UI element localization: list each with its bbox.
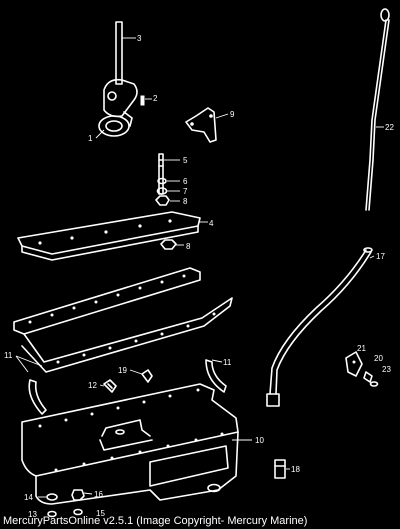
callout-5: 5 xyxy=(183,156,188,165)
callout-20: 20 xyxy=(374,354,383,363)
callout-6: 6 xyxy=(183,177,188,186)
part-18-fitting xyxy=(274,459,290,479)
part-4-baffle xyxy=(17,211,208,261)
part-23-washer xyxy=(369,381,379,387)
part-12-screw xyxy=(99,379,117,393)
callout-11-right: 11 xyxy=(223,358,232,367)
part-7-lockwasher xyxy=(156,187,180,195)
callout-19: 19 xyxy=(118,366,127,375)
part-13-washer xyxy=(47,510,57,518)
callout-3: 3 xyxy=(137,34,142,43)
part-11-rear-seal xyxy=(205,359,227,393)
callout-9: 9 xyxy=(230,110,235,119)
part-9-bracket xyxy=(185,107,229,143)
callout-21: 21 xyxy=(357,344,366,353)
part-3-shaft xyxy=(115,21,136,85)
part-10-oil-pan xyxy=(21,383,252,505)
part-17-dipstick-tube xyxy=(266,247,375,407)
part-20-screw xyxy=(363,371,373,383)
part-6-washer xyxy=(157,177,180,185)
part-8-nut-top xyxy=(155,195,180,206)
part-2-pin xyxy=(140,95,152,106)
callout-18: 18 xyxy=(291,465,300,474)
callout-13: 13 xyxy=(28,510,37,519)
part-1-oil-pump xyxy=(95,78,138,139)
callout-12: 12 xyxy=(88,381,97,390)
part-21-clip xyxy=(345,351,363,377)
part-19-screw xyxy=(129,369,153,383)
part-14-gasket xyxy=(38,493,58,501)
callout-8-top: 8 xyxy=(183,197,188,206)
part-8-nut-bottom xyxy=(160,239,184,250)
part-22-dipstick xyxy=(365,8,390,211)
callout-4: 4 xyxy=(209,219,214,228)
callout-22: 22 xyxy=(385,123,394,132)
part-16-plug xyxy=(71,489,93,501)
callout-15: 15 xyxy=(96,509,105,518)
callout-16: 16 xyxy=(94,490,103,499)
part-11-front-seal xyxy=(15,355,47,415)
callout-2: 2 xyxy=(153,94,158,103)
callout-1: 1 xyxy=(88,134,93,143)
part-11-side-gasket xyxy=(13,267,233,373)
callout-17: 17 xyxy=(376,252,385,261)
callout-8-bottom: 8 xyxy=(186,242,191,251)
callout-7: 7 xyxy=(183,187,188,196)
image-caption: MercuryPartsOnline v2.5.1 (Image Copyrig… xyxy=(3,515,308,527)
callout-11-left: 11 xyxy=(4,351,13,360)
callout-14: 14 xyxy=(24,493,33,502)
part-15-plug xyxy=(73,508,83,516)
callout-23: 23 xyxy=(382,365,391,374)
callout-10: 10 xyxy=(255,436,264,445)
callouts: 3 2 1 9 22 5 6 7 8 4 8 17 11 11 21 20 23… xyxy=(4,34,394,519)
